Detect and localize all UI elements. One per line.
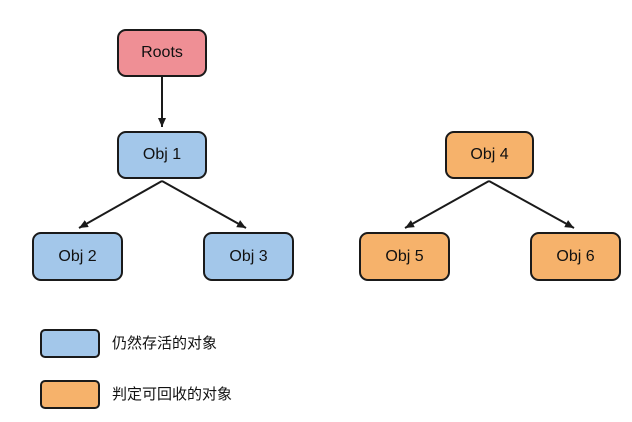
edge-obj4-obj5 — [404, 180, 490, 229]
legend-swatch-reclaimable — [40, 380, 100, 409]
node-obj2: Obj 2 — [32, 232, 123, 281]
node-roots: Roots — [117, 29, 207, 77]
legend-label-reclaimable: 判定可回收的对象 — [112, 385, 233, 403]
legend-label-live: 仍然存活的对象 — [112, 334, 218, 352]
edge-obj1-obj2 — [78, 180, 163, 229]
node-obj5: Obj 5 — [359, 232, 450, 281]
edge-obj4-obj6 — [488, 180, 575, 229]
node-obj1: Obj 1 — [117, 131, 207, 179]
legend-swatch-live — [40, 329, 100, 358]
node-obj3: Obj 3 — [203, 232, 294, 281]
edge-obj1-obj3 — [161, 180, 247, 229]
node-obj4: Obj 4 — [445, 131, 534, 179]
node-obj6: Obj 6 — [530, 232, 621, 281]
